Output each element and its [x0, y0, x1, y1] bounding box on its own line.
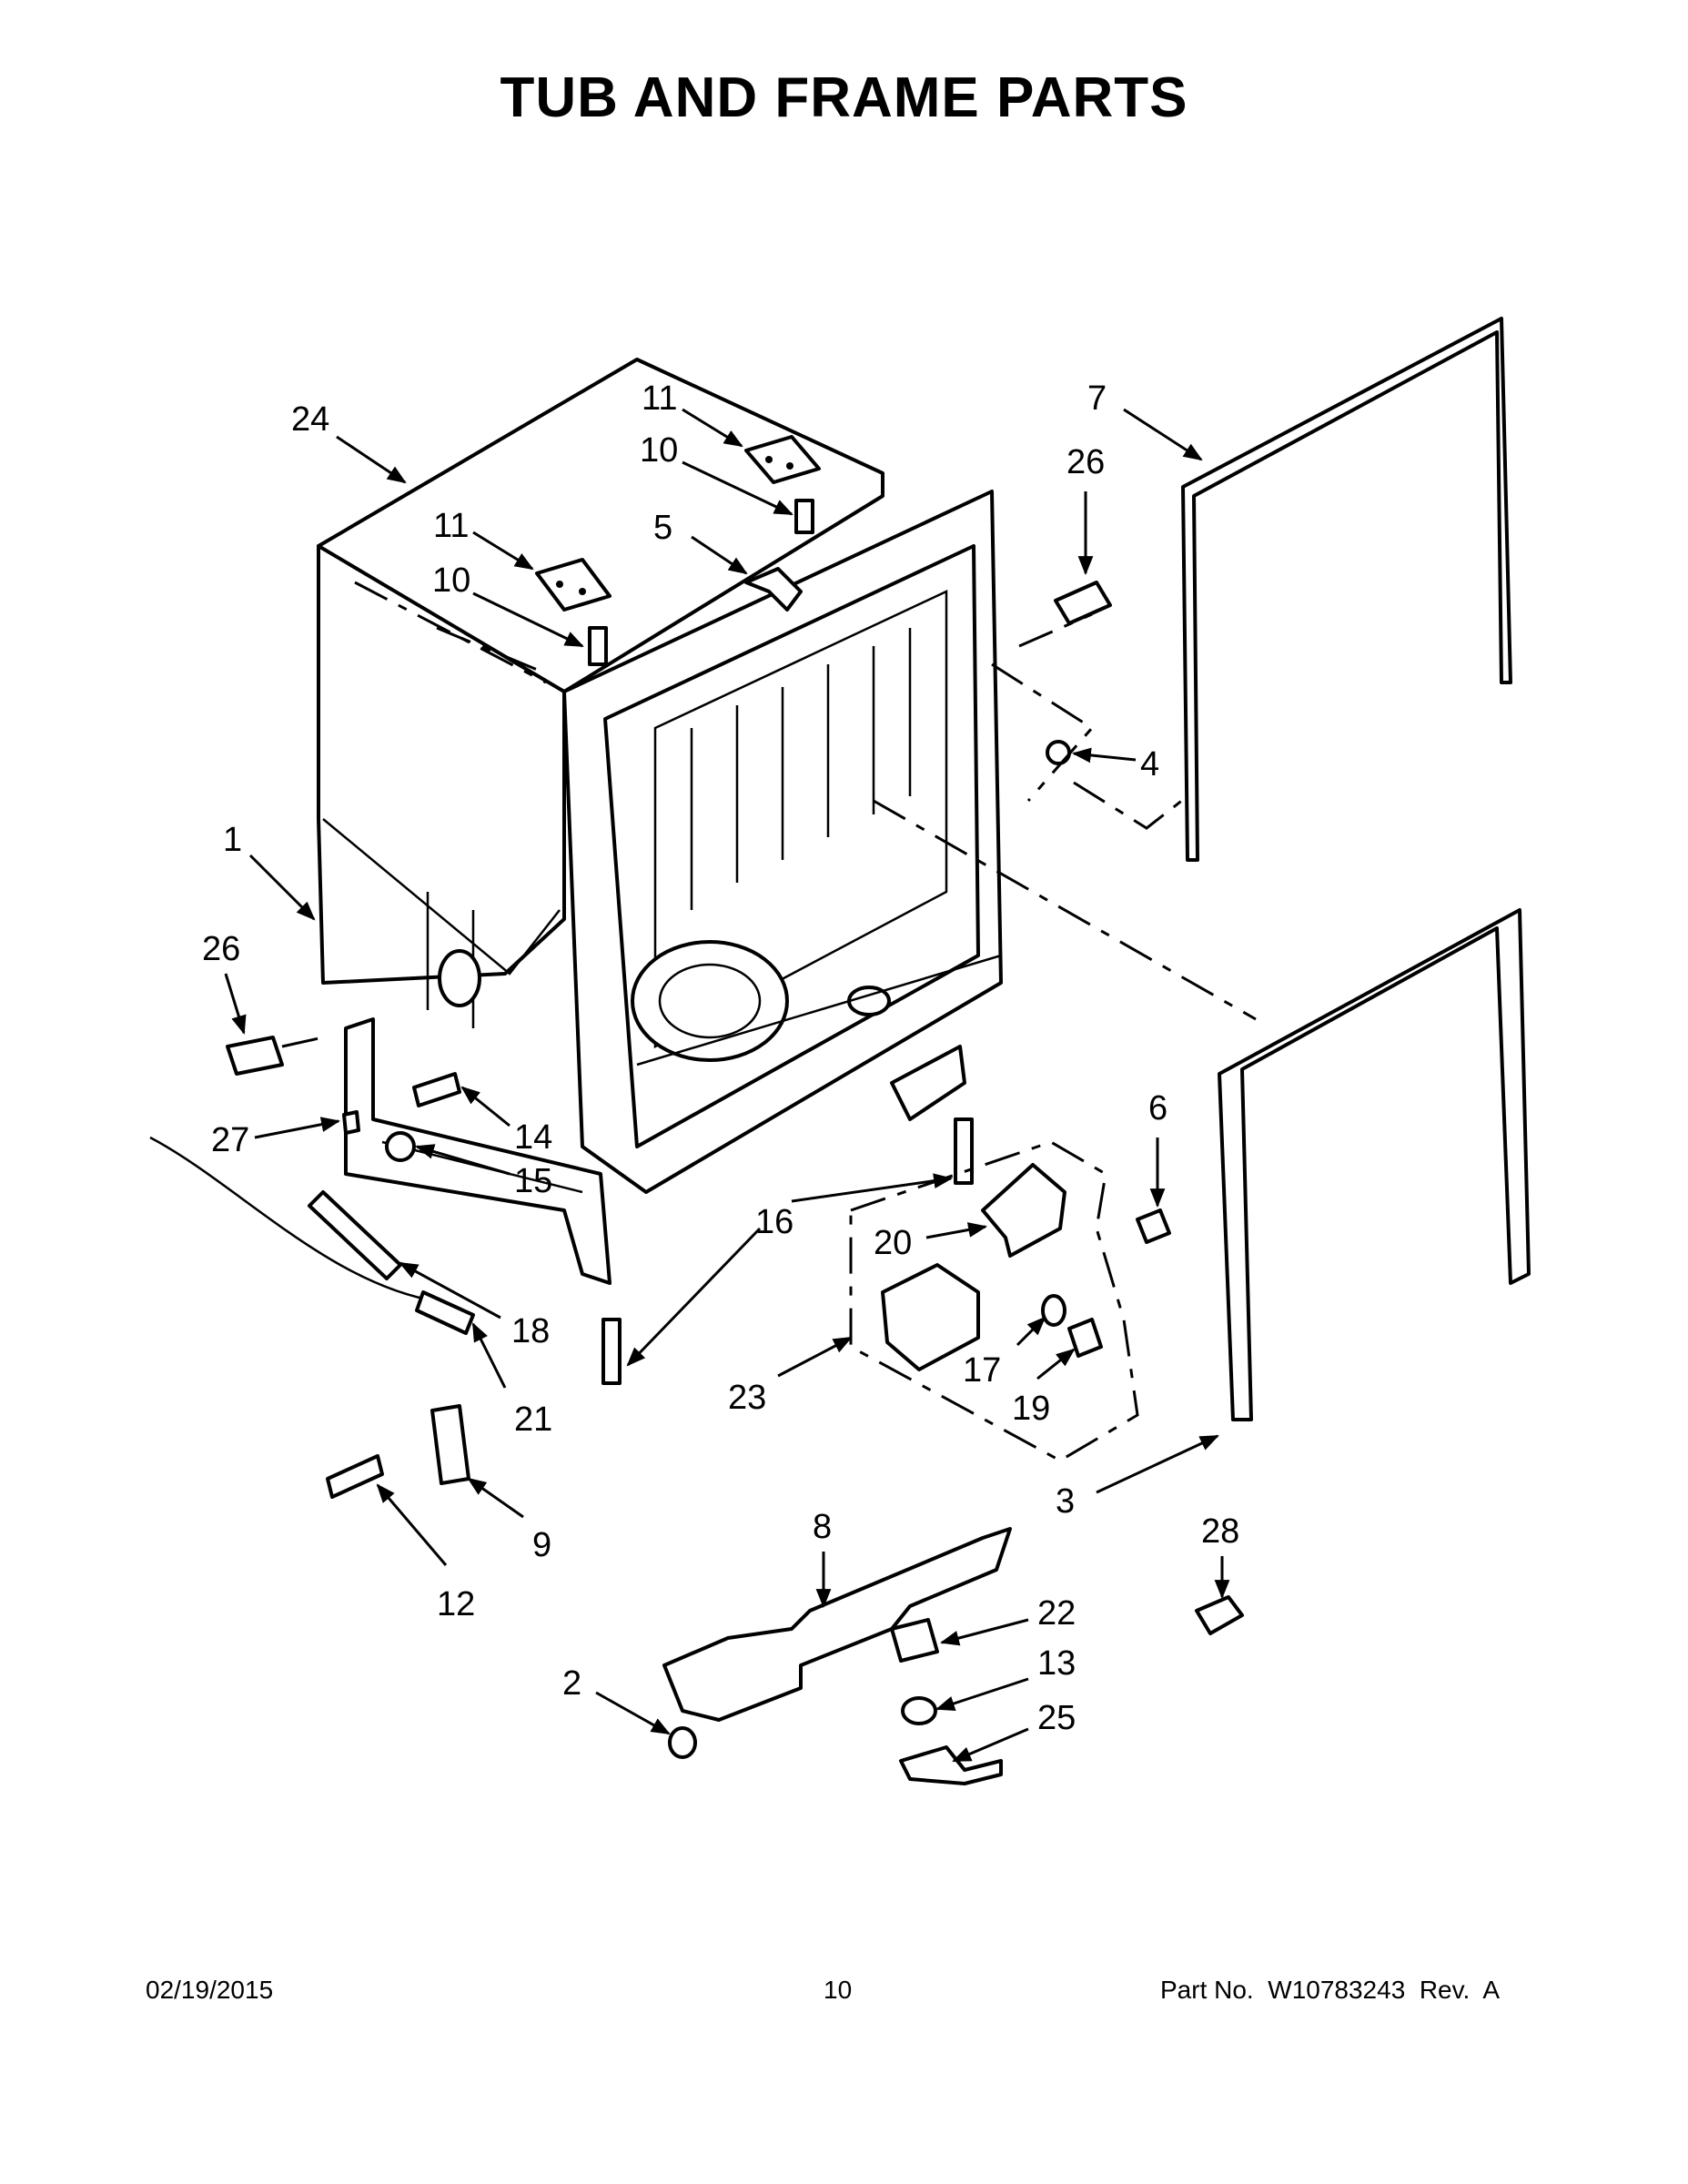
wheel-14: [385, 1131, 416, 1162]
callout-14: 14: [514, 1118, 552, 1157]
callout-10: 10: [432, 561, 470, 600]
footer-page-number: 10: [824, 1976, 853, 2004]
callout-18: 18: [511, 1312, 550, 1350]
leveling-leg-16b: [601, 1318, 622, 1385]
callout-10: 10: [640, 431, 678, 470]
callout-6: 6: [1148, 1089, 1167, 1127]
callout-19: 19: [1012, 1390, 1050, 1428]
callout-11: 11: [433, 507, 469, 545]
callout-11: 11: [642, 379, 677, 418]
callout-2: 2: [562, 1664, 581, 1703]
callout-25: 25: [1037, 1699, 1076, 1737]
callout-17: 17: [963, 1351, 1001, 1390]
bracket-25: [899, 1745, 1003, 1785]
callout-16: 16: [755, 1203, 793, 1241]
shield-20: [981, 1163, 1066, 1258]
cable-clip-9: [430, 1404, 470, 1485]
screw-10b: [588, 626, 608, 666]
plate-8: [662, 1527, 1012, 1722]
callout-12: 12: [437, 1585, 475, 1623]
leader-arrows: [224, 408, 1230, 1763]
callout-26: 26: [1066, 443, 1105, 481]
callout-28: 28: [1201, 1512, 1239, 1551]
cable-21: [149, 1136, 475, 1335]
hinge-bracket-11a: [744, 435, 821, 484]
callout-24: 24: [291, 400, 329, 439]
clip-28: [1195, 1595, 1244, 1635]
callout-labels: 24 11 10 11 10 5 7 26 4 1 26 6 14 27 15 …: [202, 379, 1239, 1737]
hinge-bracket-11b: [535, 558, 612, 612]
bumper-26a: [1054, 581, 1112, 625]
callout-15: 15: [514, 1162, 552, 1200]
connector-22: [890, 1618, 939, 1663]
screw-6: [1136, 1208, 1171, 1244]
assembly-lines: [281, 581, 1257, 1462]
bracket-23: [881, 1263, 980, 1371]
callout-20: 20: [874, 1224, 912, 1262]
sensor-13: [901, 1696, 937, 1725]
door-seal-7: [1181, 317, 1512, 862]
callout-27: 27: [211, 1121, 249, 1159]
clip-5: [744, 567, 803, 612]
callout-4: 4: [1140, 745, 1159, 784]
callout-9: 9: [532, 1526, 551, 1564]
screw-15: [412, 1072, 461, 1107]
tub-gasket-3: [1218, 908, 1531, 1421]
tub-assembly: [317, 358, 1003, 1285]
plug-4: [1046, 740, 1071, 765]
washer-17: [1041, 1294, 1066, 1327]
bumper-26b: [226, 1036, 284, 1076]
spring-18: [308, 1190, 402, 1280]
screw-10a: [794, 499, 814, 534]
callout-1: 1: [223, 821, 242, 859]
screw-12: [326, 1454, 384, 1499]
callout-23: 23: [728, 1379, 766, 1417]
callout-8: 8: [813, 1508, 832, 1546]
footer-part-number: Part No. W10783243 Rev. A: [1160, 1976, 1501, 2004]
clip-27: [342, 1110, 360, 1135]
screw-19: [1067, 1318, 1103, 1358]
callout-26: 26: [202, 930, 240, 968]
plug-2: [668, 1726, 697, 1759]
footer-date: 02/19/2015: [146, 1976, 274, 2004]
callout-21: 21: [514, 1400, 552, 1439]
callout-3: 3: [1056, 1482, 1075, 1521]
callout-13: 13: [1037, 1644, 1076, 1683]
callout-22: 22: [1037, 1594, 1076, 1633]
leveling-leg-16a: [954, 1117, 974, 1185]
callout-7: 7: [1087, 379, 1107, 418]
callout-5: 5: [653, 509, 672, 547]
page-title: TUB AND FRAME PARTS: [500, 66, 1188, 129]
